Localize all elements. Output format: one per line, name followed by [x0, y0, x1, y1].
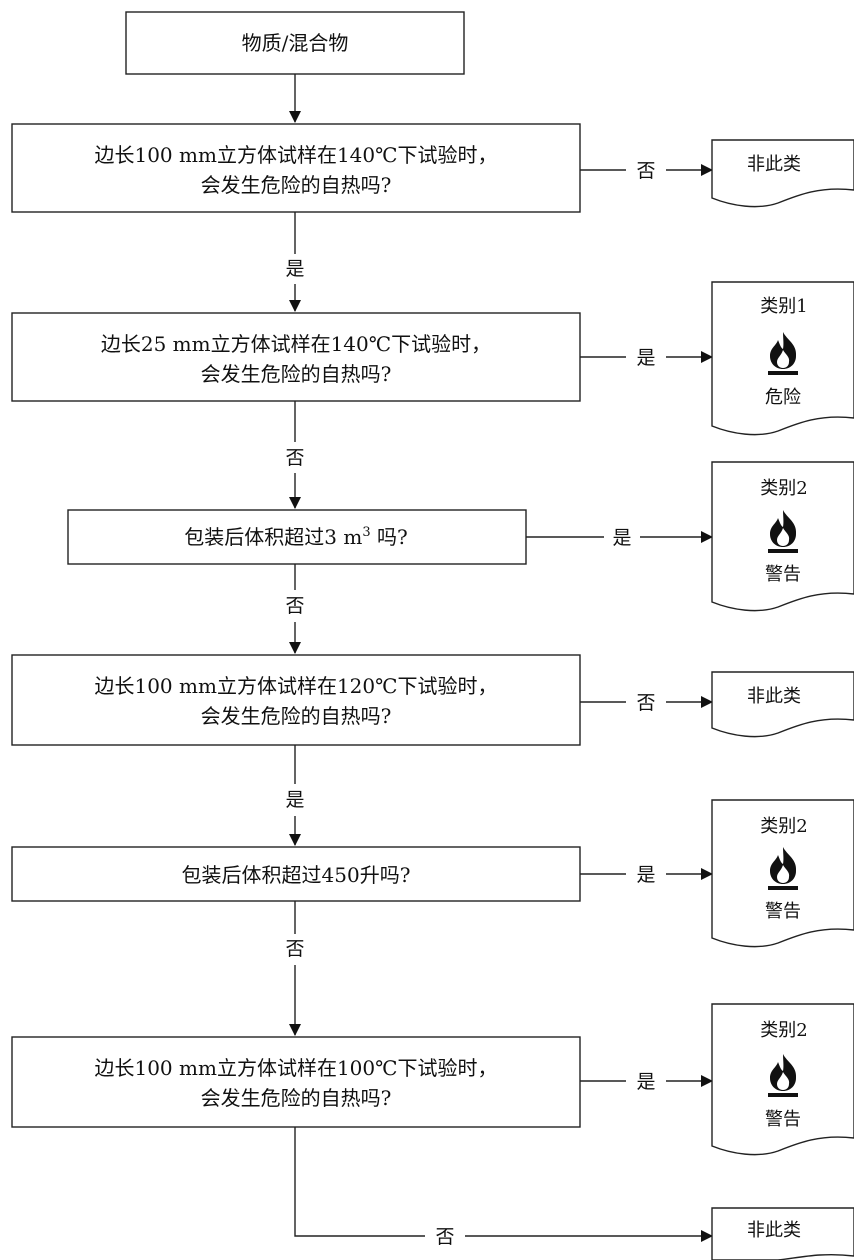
question-box-4: [11, 654, 581, 746]
question-2-line-1: 边长25 mm立方体试样在140℃下试验时，: [101, 332, 491, 356]
question-6-line-2: 会发生危险的自热吗?: [201, 1086, 392, 1110]
edge-right-5-label: 是: [636, 864, 655, 886]
result-6-signal: 警告: [765, 1109, 801, 1130]
result-3-signal: 警告: [765, 564, 801, 585]
question-box-5: [11, 846, 581, 902]
question-2-line-2: 会发生危险的自热吗?: [201, 362, 392, 386]
edge-right-1-label: 否: [636, 160, 655, 182]
result-7-title: 非此类: [747, 1220, 801, 1241]
edge-final-label: 否: [435, 1226, 454, 1248]
question-box-6: [11, 1036, 581, 1128]
question-box-3: [67, 509, 527, 565]
edge-right-2-label: 是: [636, 347, 655, 369]
edge-down-1-label: 是: [285, 258, 304, 280]
edge-right-6-label: 是: [636, 1071, 655, 1093]
question-3-text: 包装后体积超过3 m3 吗?: [184, 525, 407, 549]
result-5-title: 类别2: [760, 816, 807, 837]
result-box-4: [711, 671, 854, 738]
result-box-1: [711, 139, 854, 208]
edge-down-4-label: 是: [285, 789, 304, 811]
question-1-line-1: 边长100 mm立方体试样在140℃下试验时，: [94, 143, 497, 167]
question-3-pre: 包装后体积超过3 m: [184, 525, 362, 549]
result-2-signal: 危险: [765, 387, 801, 408]
result-4-title: 非此类: [747, 686, 801, 707]
edge-down-5-label: 否: [285, 938, 304, 960]
question-4-line-2: 会发生危险的自热吗?: [201, 704, 392, 728]
question-1-line-2: 会发生危险的自热吗?: [201, 173, 392, 197]
result-5-signal: 警告: [765, 901, 801, 922]
edge-right-4-label: 否: [636, 692, 655, 714]
edge-final-a: [294, 1127, 425, 1237]
result-2-title: 类别1: [760, 296, 807, 317]
question-4-line-1: 边长100 mm立方体试样在120℃下试验时，: [94, 674, 497, 698]
result-3-title: 类别2: [760, 478, 807, 499]
question-5-text: 包装后体积超过450升吗?: [182, 863, 411, 887]
start-label: 物质/混合物: [242, 31, 349, 55]
question-box-2: [11, 312, 581, 402]
start-box: [125, 11, 465, 75]
question-3-sup: 3: [362, 525, 370, 540]
edge-down-3-label: 否: [285, 595, 304, 617]
edge-down-2-label: 否: [285, 447, 304, 469]
edge-right-3-label: 是: [612, 527, 631, 549]
question-3-post: 吗?: [371, 525, 408, 549]
result-6-title: 类别2: [760, 1020, 807, 1041]
result-1-title: 非此类: [747, 154, 801, 175]
question-box-1: [11, 123, 581, 213]
question-6-line-1: 边长100 mm立方体试样在100℃下试验时，: [94, 1056, 497, 1080]
